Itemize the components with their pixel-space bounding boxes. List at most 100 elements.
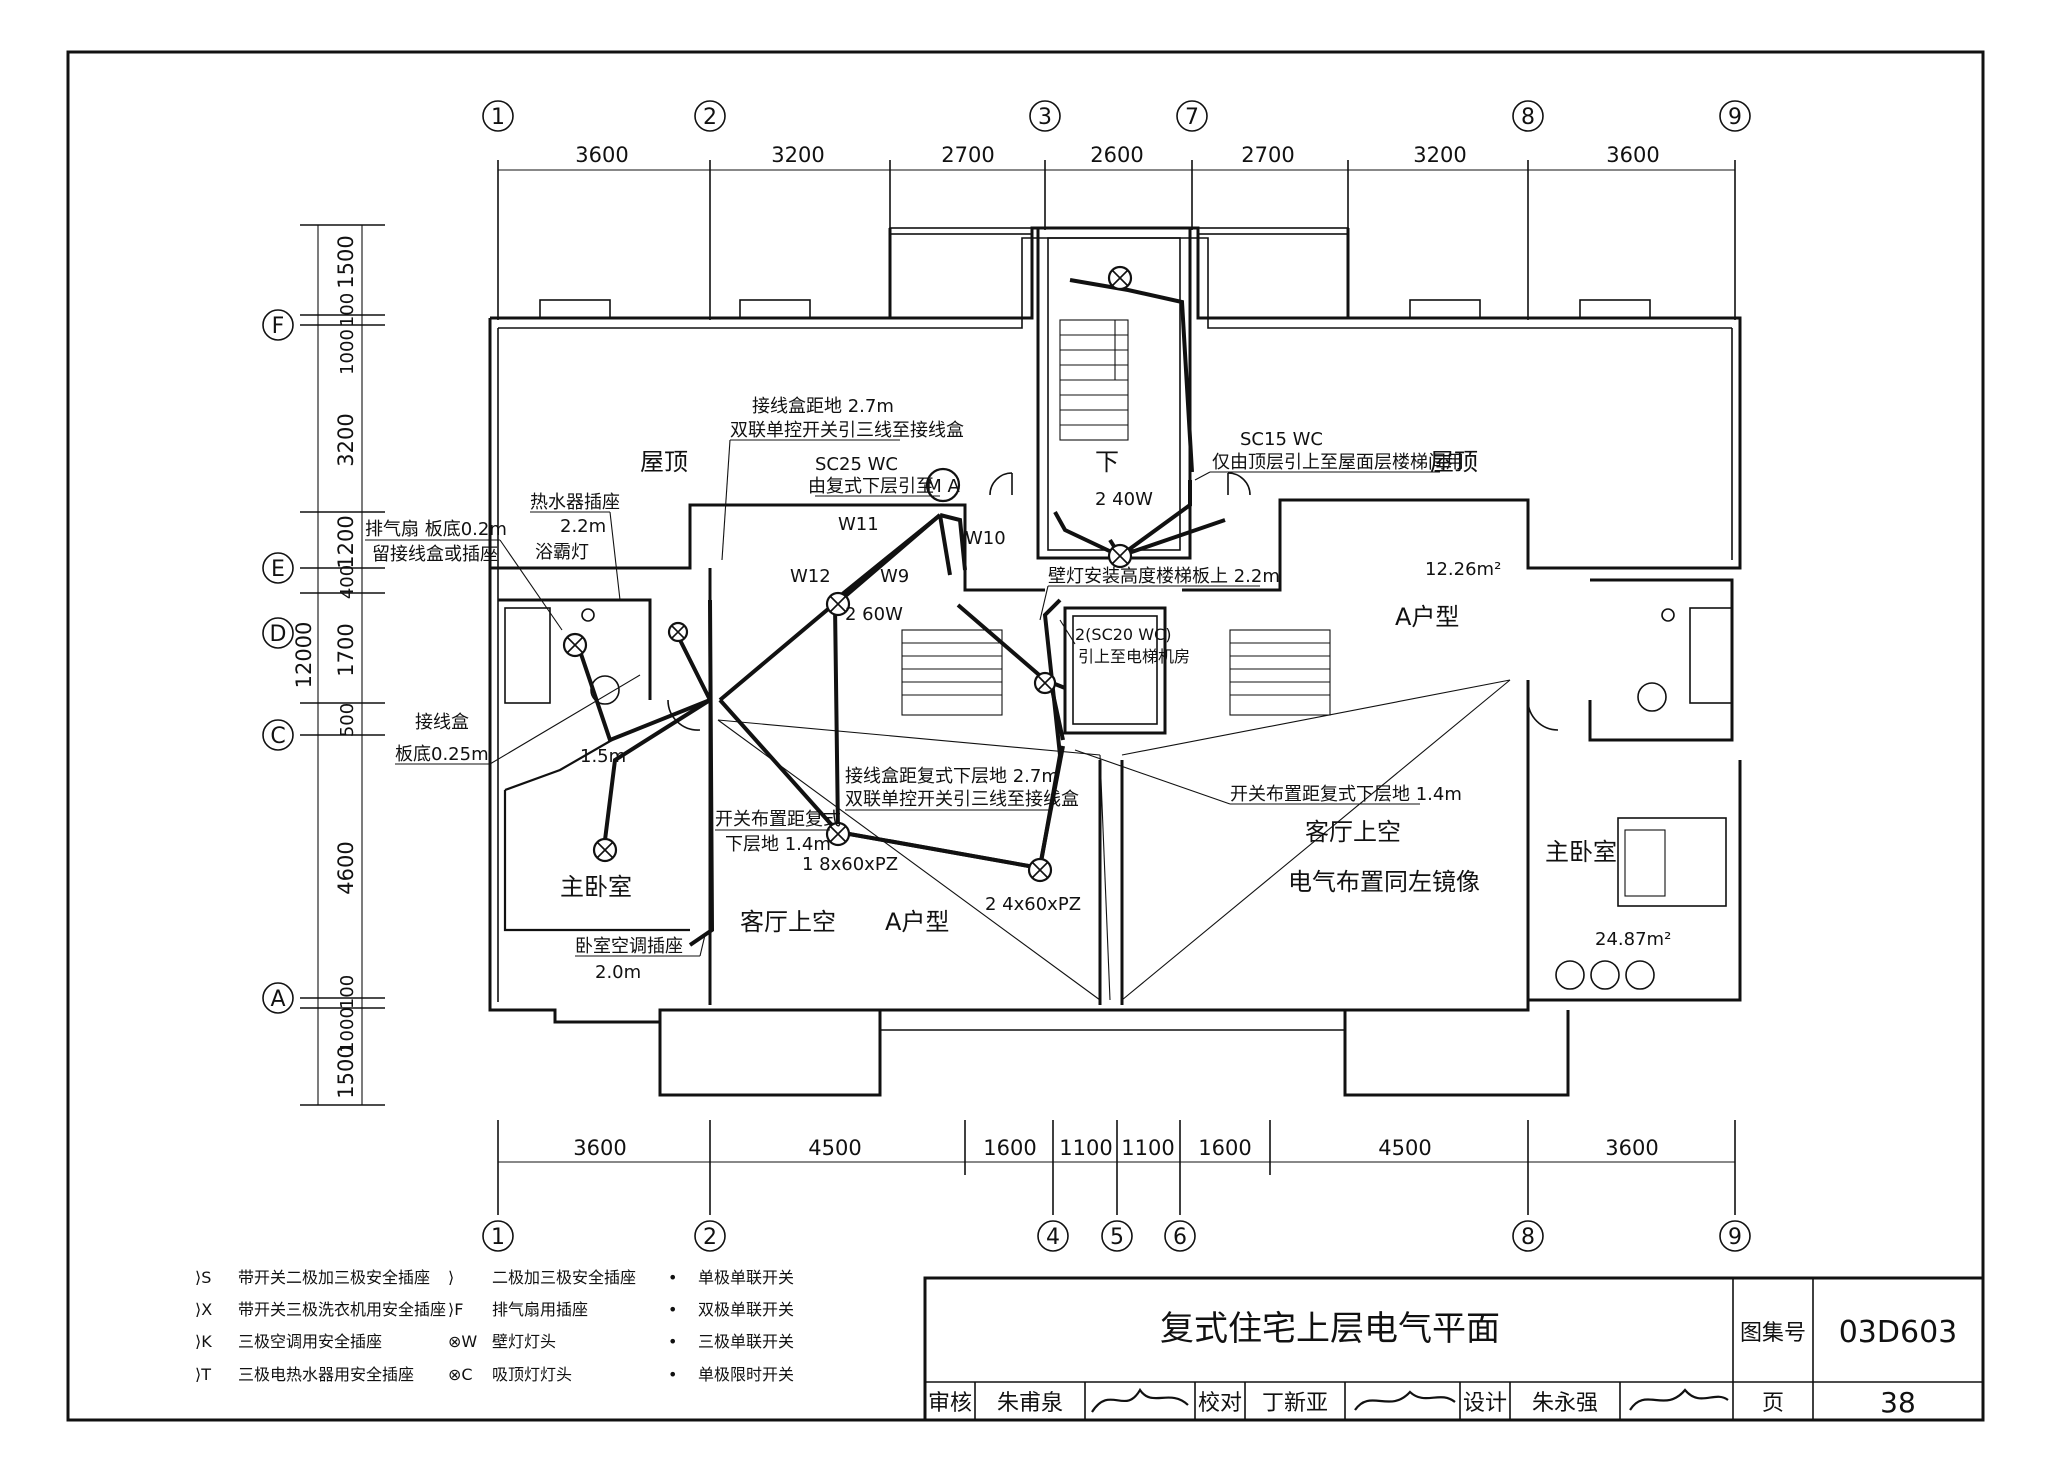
- label-junction-box-height: 板底0.25m: [395, 744, 489, 765]
- label-sc15: SC15 WC: [1240, 429, 1323, 450]
- distribution-box-label: M A: [926, 476, 960, 497]
- label-sc20-note: 引上至电梯机房: [1078, 647, 1190, 666]
- reviewer-signature: [1091, 1387, 1189, 1413]
- label-switch-duplex-right: 开关布置距复式下层地 1.4m: [1230, 784, 1462, 805]
- legend-text-4: 三极电热水器用安全插座: [238, 1365, 414, 1384]
- top-axis-bubbles: 1 2 3 7 8 9: [482, 100, 1751, 132]
- dim-left-total: 12000: [292, 622, 316, 689]
- axis-bottom-4: 4: [1046, 1225, 1060, 1250]
- title-block: 复式住宅上层电气平面 图集号 03D603 审核 朱甫泉 校对 丁新亚 设计 朱…: [923, 1276, 1985, 1422]
- legend-symbol-12: •: [668, 1365, 677, 1384]
- legend-symbol-11: •: [668, 1332, 677, 1351]
- page-number: 38: [1880, 1386, 1916, 1419]
- label-height-1-5: 1.5m: [580, 746, 626, 767]
- label-switch-duplex-left-1: 开关布置距复式: [715, 809, 841, 830]
- reviewer-name: 朱甫泉: [997, 1391, 1063, 1416]
- axis-bottom-2: 2: [703, 1225, 717, 1250]
- annotations: 屋顶 屋顶 下 接线盒距地 2.7m 双联单控开关引三线至接线盒 SC25 WC…: [365, 396, 1671, 983]
- axis-bottom-1: 1: [491, 1225, 505, 1250]
- dim-top-4: 2600: [1090, 143, 1143, 167]
- legend-symbol-2: ⟩X: [195, 1300, 212, 1319]
- dim-left-12: 1500: [334, 1045, 358, 1098]
- label-roof-right: 屋顶: [1430, 448, 1478, 476]
- label-lamp-8x60: 1 8x60xPZ: [802, 854, 898, 875]
- legend: ⟩S 带开关二极加三极安全插座 ⟩X 带开关三极洗衣机用安全插座 ⟩K 三极空调…: [195, 1268, 794, 1384]
- dim-bottom-5: 1100: [1121, 1136, 1174, 1160]
- left-dimension-chain: 1500 100 1000 3200 1200 400 1700 500 460…: [292, 224, 385, 1106]
- axis-top-1: 1: [491, 105, 505, 130]
- legend-item-col2: ⟩ 二极加三极安全插座 ⟩F 排气扇用插座 ⊗W 壁灯灯头 ⊗C 吸顶灯灯头: [448, 1268, 636, 1384]
- legend-symbol-7: ⊗W: [448, 1332, 477, 1351]
- dim-left-5: 1200: [334, 515, 358, 568]
- label-lamp-4x60: 2 4x60xPZ: [985, 894, 1081, 915]
- dim-top-3: 2700: [941, 143, 994, 167]
- designer-signature: [1629, 1388, 1729, 1411]
- label-switch-duplex-left-2: 下层地 1.4m: [725, 834, 831, 855]
- dim-left-4: 3200: [334, 413, 358, 466]
- bottom-dimension-chain: 3600 4500 1600 1100 1100 1600 4500 3600: [497, 1120, 1736, 1215]
- axis-top-9: 9: [1728, 105, 1742, 130]
- label-master-bedroom-left: 主卧室: [560, 873, 632, 901]
- legend-symbol-1: ⟩S: [195, 1268, 211, 1287]
- label-lamp-60w: 2 60W: [845, 604, 903, 625]
- legend-symbol-3: ⟩K: [195, 1332, 212, 1351]
- dim-top-5: 2700: [1241, 143, 1294, 167]
- axis-top-3: 3: [1038, 105, 1052, 130]
- axis-bottom-8: 8: [1521, 1225, 1535, 1250]
- label-down: 下: [1095, 448, 1119, 476]
- dim-bottom-2: 4500: [808, 1136, 861, 1160]
- label-master-bedroom-right: 主卧室: [1545, 838, 1617, 866]
- legend-text-5: 二极加三极安全插座: [492, 1268, 636, 1287]
- dim-left-6: 400: [337, 565, 358, 599]
- legend-text-11: 三极单联开关: [698, 1332, 794, 1351]
- legend-text-2: 带开关三极洗衣机用安全插座: [238, 1300, 446, 1319]
- axis-left-D: D: [270, 622, 287, 647]
- label-ac-height: 2.0m: [595, 962, 641, 983]
- label-unit-a-right: A户型: [1395, 603, 1459, 631]
- legend-symbol-5: ⟩: [448, 1268, 454, 1287]
- dim-left-7: 1700: [334, 623, 358, 676]
- legend-symbol-4: ⟩T: [195, 1365, 211, 1384]
- dim-top-1: 3600: [575, 143, 628, 167]
- dim-bottom-1: 3600: [573, 1136, 626, 1160]
- label-double-switch: 双联单控开关引三线至接线盒: [730, 420, 964, 441]
- axis-bottom-6: 6: [1173, 1225, 1187, 1250]
- dim-top-7: 3600: [1606, 143, 1659, 167]
- label-sc25: SC25 WC: [815, 454, 898, 475]
- label-w10: W10: [965, 528, 1006, 549]
- legend-symbol-10: •: [668, 1300, 677, 1319]
- label-area-master: 24.87m²: [1595, 929, 1671, 950]
- building-walls: [488, 226, 1742, 1097]
- label-unit-a-left: A户型: [885, 908, 949, 936]
- design-label: 设计: [1463, 1391, 1507, 1416]
- label-roof-left: 屋顶: [640, 448, 688, 476]
- label-wall-lamp-note: 壁灯安装高度楼梯板上 2.2m: [1048, 566, 1280, 587]
- legend-text-10: 双极单联开关: [698, 1300, 794, 1319]
- label-w12: W12: [790, 566, 831, 587]
- axis-left-E: E: [271, 557, 285, 582]
- label-w11: W11: [838, 514, 879, 535]
- dim-bottom-6: 1600: [1198, 1136, 1251, 1160]
- legend-text-3: 三极空调用安全插座: [238, 1332, 382, 1351]
- dim-bottom-3: 1600: [983, 1136, 1036, 1160]
- wall-lamp-icon: [1033, 671, 1057, 695]
- dim-bottom-4: 1100: [1059, 1136, 1112, 1160]
- label-exhaust-2: 留接线盒或插座: [372, 544, 498, 565]
- drawing-title: 复式住宅上层电气平面: [1160, 1309, 1500, 1349]
- label-sc25-note: 由复式下层引至: [808, 476, 934, 497]
- label-lamp-40w: 2 40W: [1095, 489, 1153, 510]
- legend-text-9: 单极单联开关: [698, 1268, 794, 1287]
- legend-text-7: 壁灯灯头: [492, 1332, 556, 1351]
- ceiling-lamp-icon: [562, 265, 1133, 883]
- dim-left-2: 100: [337, 293, 358, 327]
- dim-left-9: 4600: [334, 841, 358, 894]
- top-dimension-chain: 3600 3200 2700 2600 2700 3200 3600: [497, 143, 1736, 320]
- axis-top-2: 2: [703, 105, 717, 130]
- checker-name: 丁新亚: [1262, 1391, 1328, 1416]
- legend-text-1: 带开关二极加三极安全插座: [238, 1268, 430, 1287]
- dim-top-2: 3200: [771, 143, 824, 167]
- label-sc20: 2(SC20 WC): [1075, 625, 1171, 644]
- distribution-box-icon: M A: [925, 467, 960, 503]
- axis-top-7: 7: [1185, 105, 1199, 130]
